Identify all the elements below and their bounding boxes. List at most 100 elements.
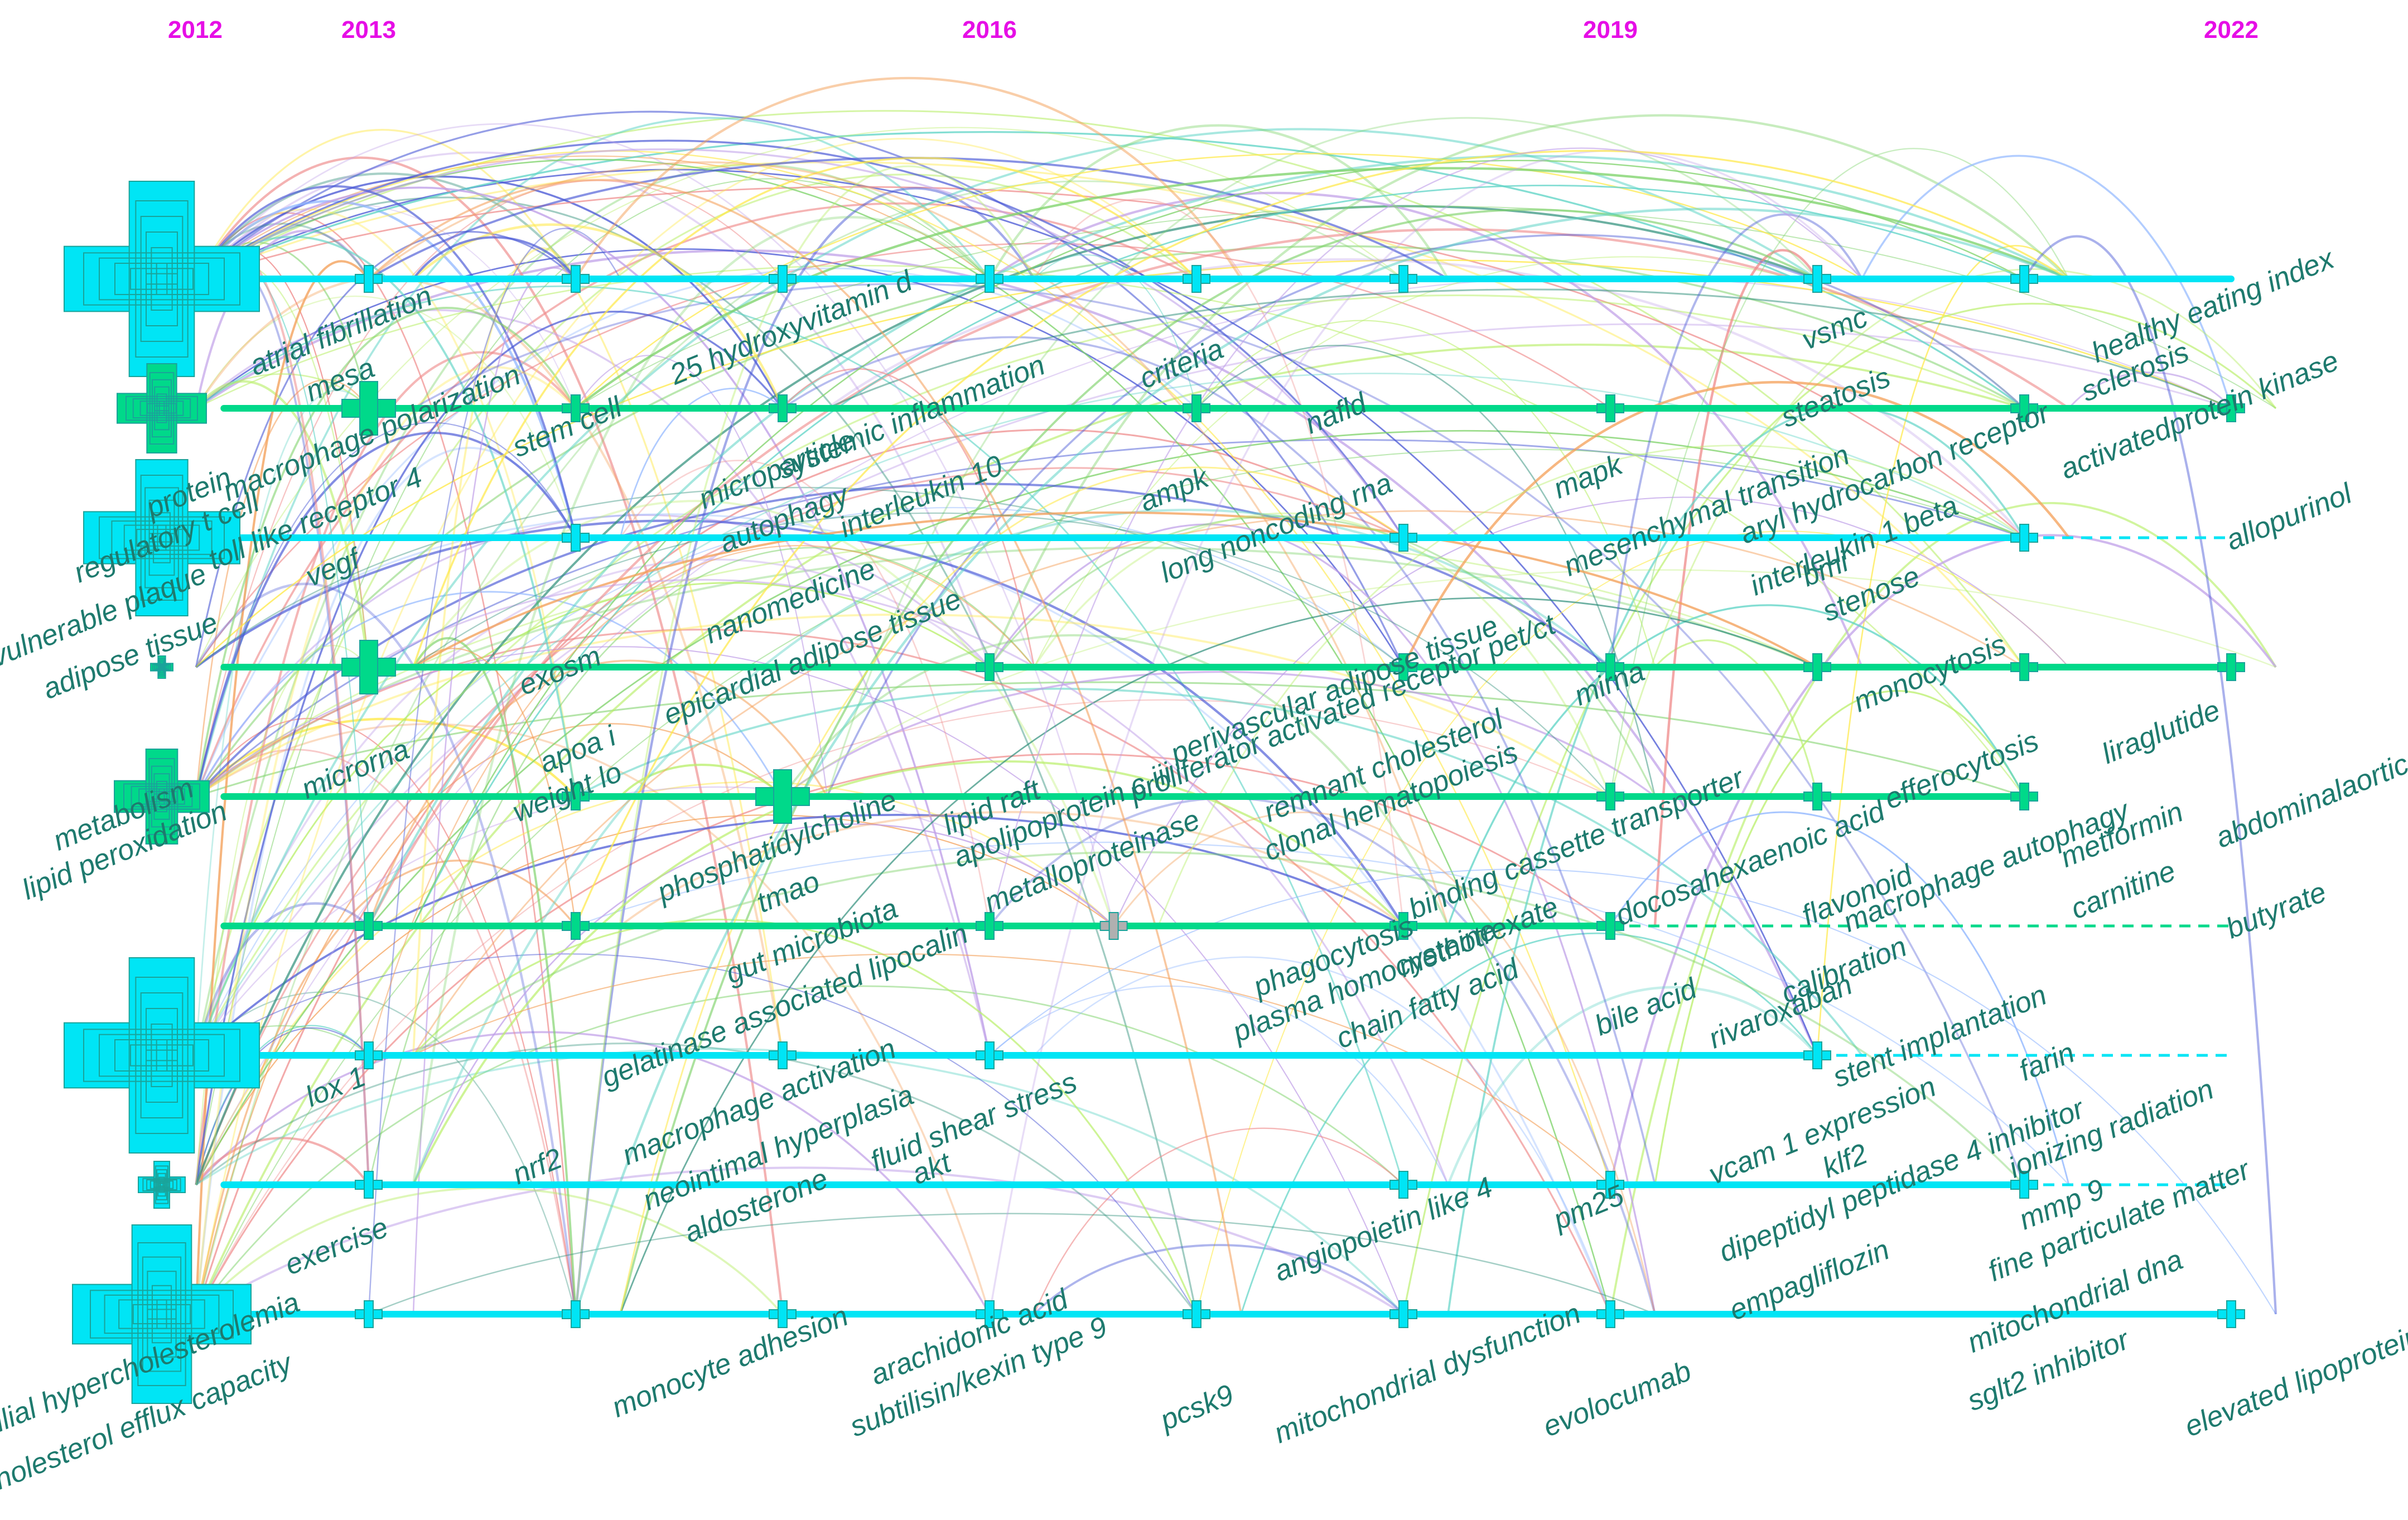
citation-arc xyxy=(195,129,784,1056)
citation-arc xyxy=(195,139,1405,538)
citation-arc xyxy=(1609,268,2277,797)
year-node xyxy=(1596,912,1624,940)
citation-arc xyxy=(1609,148,2070,797)
citation-arc xyxy=(2023,235,2277,1315)
citation-arc xyxy=(1034,256,2025,668)
citation-arc xyxy=(781,634,1449,927)
year-node xyxy=(2010,1171,2038,1199)
citation-arc xyxy=(1034,254,1197,409)
keyword-label: farin xyxy=(2015,1036,2079,1088)
year-node xyxy=(1099,912,1128,940)
keyword-label: stent implantation xyxy=(1828,979,2052,1094)
citation-arc xyxy=(1113,496,2069,927)
citation-arc xyxy=(195,614,1611,798)
citation-arc xyxy=(195,307,577,797)
citation-arc xyxy=(412,236,577,280)
year-node xyxy=(976,265,1003,293)
year-node xyxy=(341,381,396,436)
keyword-label: vsmc xyxy=(1797,301,1872,356)
citation-arc xyxy=(574,187,1035,1315)
year-node xyxy=(355,1300,383,1328)
citation-arc xyxy=(368,178,1242,1315)
citation-arc xyxy=(195,717,577,798)
citation-arc xyxy=(619,597,1818,1315)
citation-arc xyxy=(195,200,577,538)
year-node xyxy=(1596,653,1624,681)
keyword-label: evolocumab xyxy=(1538,1355,1696,1444)
citation-arc xyxy=(368,228,621,1315)
citation-arc xyxy=(575,153,1862,409)
citation-arc xyxy=(988,149,1863,1315)
year-node xyxy=(2217,394,2245,422)
year-node xyxy=(769,265,797,293)
citation-arc xyxy=(195,309,991,1056)
citation-arc xyxy=(195,646,1404,1315)
keyword-label: nafld xyxy=(1301,387,1372,441)
citation-arc xyxy=(195,128,1818,1056)
citation-arc xyxy=(195,185,577,538)
citation-arc xyxy=(196,186,2025,539)
citation-arc xyxy=(575,149,2069,927)
year-node xyxy=(976,1300,1003,1328)
year-node xyxy=(562,394,590,422)
citation-arc xyxy=(412,267,576,1315)
year-node xyxy=(976,653,1003,681)
citation-arc xyxy=(412,510,2025,1056)
citation-arc xyxy=(619,810,1405,927)
citation-arc xyxy=(195,1027,369,1185)
year-node xyxy=(562,524,590,552)
citation-arc xyxy=(1609,534,2277,1185)
year-node xyxy=(1803,653,1831,681)
year-node xyxy=(1183,394,1210,422)
citation-arc xyxy=(988,147,1862,927)
citation-arc xyxy=(781,670,1656,798)
year-node xyxy=(1389,1300,1417,1328)
keyword-label: elevated lipoprotein(a) xyxy=(2180,1306,2408,1444)
year-node xyxy=(1803,1041,1831,1069)
citation-arc xyxy=(195,203,576,409)
citation-arc xyxy=(826,117,1818,797)
citation-arc xyxy=(195,482,1611,798)
year-node xyxy=(976,912,1003,940)
citation-arc xyxy=(368,1213,1656,1315)
year-node xyxy=(769,1300,797,1328)
citation-arc xyxy=(989,868,2276,1315)
year-node xyxy=(1803,265,1831,293)
citation-arc xyxy=(195,161,2025,668)
citation-arc xyxy=(988,797,1656,1315)
citation-arc xyxy=(574,208,2069,1315)
year-label-2012: 2012 xyxy=(168,16,223,44)
citation-arc xyxy=(195,259,2232,668)
year-node xyxy=(1389,524,1417,552)
year-label-2019: 2019 xyxy=(1583,16,1638,44)
citation-arc xyxy=(1196,345,1656,797)
year-node xyxy=(1389,265,1417,293)
citation-arc xyxy=(195,168,1818,1056)
citation-arc xyxy=(195,123,1114,927)
citation-arc xyxy=(413,953,1611,1185)
keyword-label: liraglutide xyxy=(2097,694,2224,770)
citation-arc xyxy=(195,285,1405,1185)
citation-arc xyxy=(1033,512,1611,797)
cluster-hub-node xyxy=(117,363,207,453)
citation-arc xyxy=(368,545,1035,1056)
citation-arc xyxy=(412,918,1198,1315)
citation-arc xyxy=(195,366,577,1315)
citation-arc xyxy=(412,637,577,1315)
keyword-label: criteria xyxy=(1135,332,1228,395)
citation-arc xyxy=(195,814,1404,1056)
citation-arc xyxy=(195,276,784,1056)
citation-arc xyxy=(575,688,1863,1056)
citation-arc xyxy=(412,500,1115,927)
keyword-label: mitochondrial dysfunction xyxy=(1270,1297,1585,1450)
citation-arc xyxy=(195,591,784,797)
keyword-label: monocyte adhesion xyxy=(607,1300,853,1424)
citation-arc xyxy=(1034,956,1611,1315)
citation-arc xyxy=(195,985,1404,1315)
citation-arc xyxy=(368,155,2069,927)
year-node xyxy=(755,769,810,824)
year-label-2013: 2013 xyxy=(341,16,396,44)
citation-arc xyxy=(195,373,2025,1056)
